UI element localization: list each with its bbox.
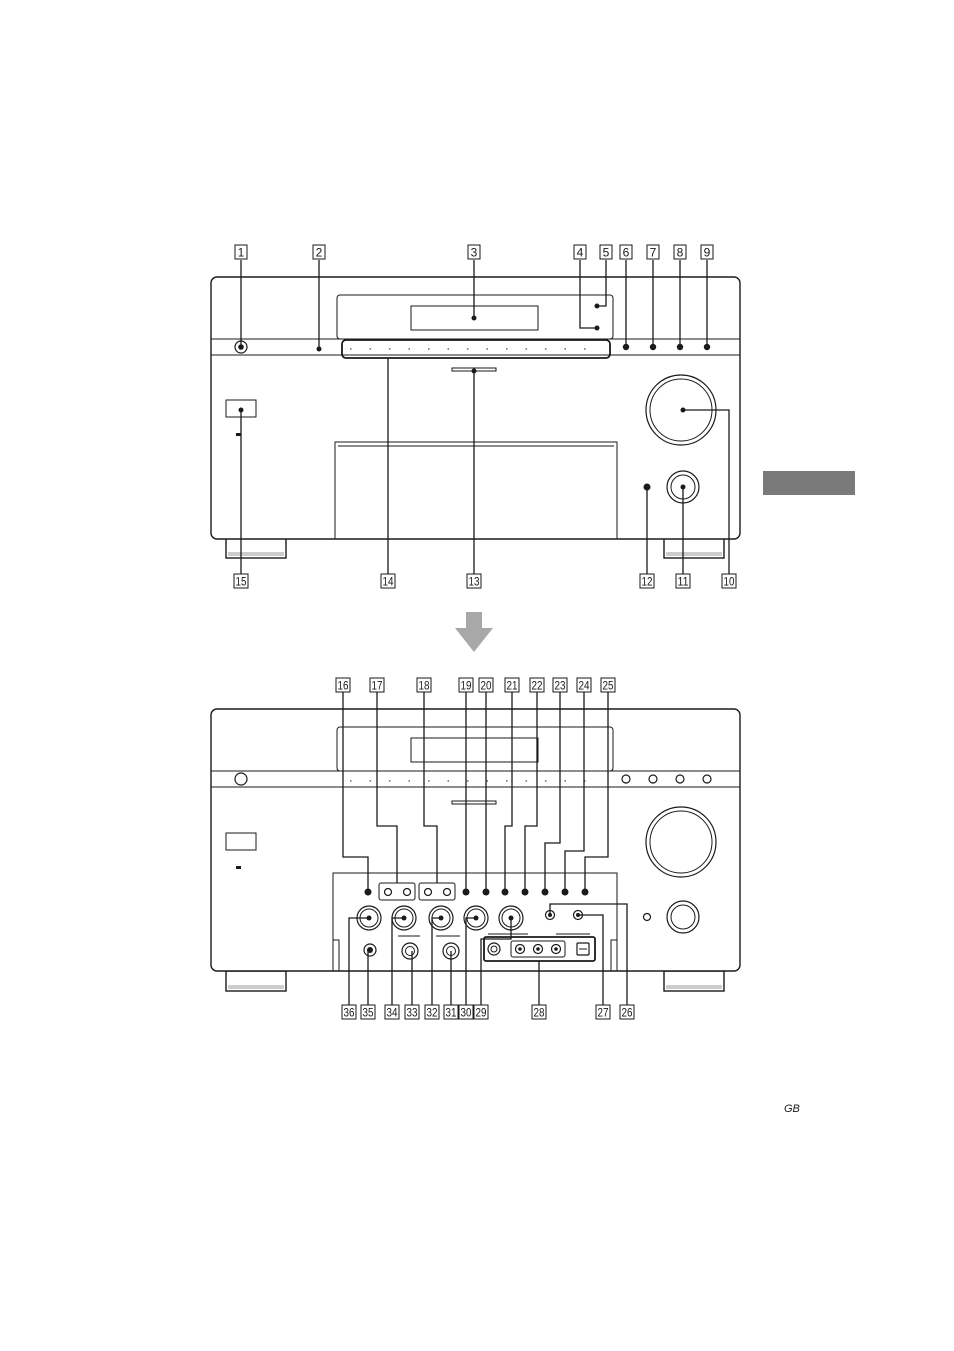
callout-label: 29 (476, 1006, 487, 1020)
language-footer: GB (784, 1103, 800, 1115)
input-button-strip (341, 339, 611, 359)
callout-box (531, 1004, 547, 1020)
section-index-tab (763, 471, 855, 495)
callout-label: 4 (577, 246, 584, 260)
callout-box (443, 1004, 459, 1020)
callout-label: 30 (461, 1006, 472, 1020)
callout-label: 6 (623, 246, 630, 260)
callout-label: 36 (344, 1006, 355, 1020)
callout-label: 19 (461, 679, 472, 693)
callout-box (639, 573, 655, 589)
callout-label: 9 (704, 246, 711, 260)
callout-box (234, 244, 248, 260)
callout-box (458, 677, 474, 693)
callout-label: 28 (534, 1006, 545, 1020)
bottom-leader-lines (342, 692, 628, 1005)
callouts-bottom: 16 17 18 19 20 21 22 23 24 25 26 27 28 29 30 31 32 33 34 35… (335, 677, 635, 1020)
callout-label: 10 (724, 575, 735, 589)
callout-box (576, 677, 592, 693)
callout-label: 24 (579, 679, 590, 693)
callout-label: 5 (603, 246, 610, 260)
callout-box (600, 677, 616, 693)
callout-label: 12 (642, 575, 653, 589)
callout-box (467, 244, 481, 260)
callout-label: 33 (407, 1006, 418, 1020)
down-arrow-icon (455, 612, 493, 652)
callout-box (504, 677, 520, 693)
callout-label: 25 (603, 679, 614, 693)
callout-label: 3 (471, 246, 478, 260)
callout-box (619, 244, 633, 260)
callout-label: 13 (469, 575, 480, 589)
callout-label: 23 (555, 679, 566, 693)
callout-label: 26 (622, 1006, 633, 1020)
callout-label: 17 (372, 679, 383, 693)
callout-label: 22 (532, 679, 543, 693)
top-leader-lines (238, 260, 730, 574)
callout-label: 35 (363, 1006, 374, 1020)
callout-box (424, 1004, 440, 1020)
callout-box (478, 677, 494, 693)
callout-box (700, 244, 714, 260)
callout-box (360, 1004, 376, 1020)
callout-box (552, 677, 568, 693)
callout-box (312, 244, 326, 260)
callout-label: 8 (677, 246, 684, 260)
callout-label: 7 (650, 246, 657, 260)
callout-box (466, 573, 482, 589)
callout-box (599, 244, 613, 260)
callout-label: 1 (238, 246, 245, 260)
callout-label: 2 (316, 246, 323, 260)
callout-box (595, 1004, 611, 1020)
callout-box (416, 677, 432, 693)
callout-label: 20 (481, 679, 492, 693)
callout-label: 11 (678, 575, 689, 589)
callout-label: 15 (236, 575, 247, 589)
callout-label: 34 (387, 1006, 398, 1020)
callout-box (341, 1004, 357, 1020)
callout-box (335, 677, 351, 693)
callout-box (458, 1004, 474, 1020)
callout-box (384, 1004, 400, 1020)
callout-label: 27 (598, 1006, 609, 1020)
callout-label: 21 (507, 679, 518, 693)
callout-box (675, 573, 691, 589)
callout-label: 16 (338, 679, 349, 693)
callout-box (369, 677, 385, 693)
open-door-panel (332, 872, 618, 971)
callout-box (233, 573, 249, 589)
callout-label: 18 (419, 679, 430, 693)
bottom-unit (210, 708, 741, 992)
front-door (334, 441, 618, 539)
callout-box (404, 1004, 420, 1020)
callout-box (529, 677, 545, 693)
callout-box (646, 244, 660, 260)
callout-box (619, 1004, 635, 1020)
callout-label: 32 (427, 1006, 438, 1020)
callout-box (673, 244, 687, 260)
callout-label: 14 (383, 575, 394, 589)
callout-label: 31 (446, 1006, 457, 1020)
callout-box (473, 1004, 489, 1020)
callout-box (573, 244, 587, 260)
callout-box (721, 573, 737, 589)
chassis (210, 276, 741, 540)
display-window (336, 294, 614, 340)
callout-box (380, 573, 396, 589)
